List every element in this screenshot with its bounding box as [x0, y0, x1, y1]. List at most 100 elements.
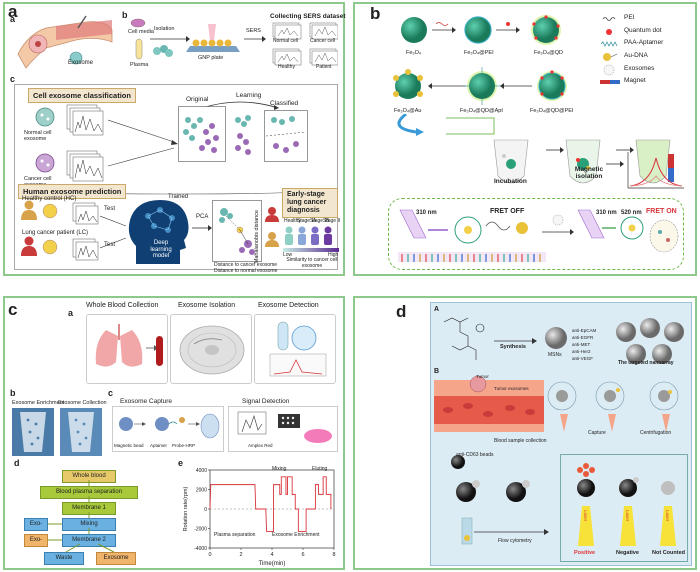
panel-c-sub-e: e: [178, 458, 184, 468]
step-frame-3: [254, 314, 336, 384]
annotation-plasma-separation: Plasma separation: [214, 532, 256, 538]
healthy-control-label: Healthy control (HC): [22, 196, 77, 202]
sub-label-b: b: [122, 10, 128, 20]
chart-x-axis-label: Time(min): [259, 561, 286, 567]
normal-cell-label: Normal cell: [273, 38, 299, 44]
pca-arrow: [192, 225, 212, 231]
exosome-label: Exosome: [68, 60, 94, 66]
legend-exosome-label: Exosomes: [624, 65, 655, 72]
cell-media-label: Cell media: [128, 29, 154, 35]
cd63-beads-label: anti-CD63 beads: [456, 452, 494, 458]
legend-pei-label: PEI: [624, 14, 635, 21]
stage-people-icons: [285, 226, 332, 245]
flow-arrows: [48, 480, 115, 553]
panel-c-sub-b: b: [10, 388, 16, 398]
legend-audna-icon: [603, 53, 618, 61]
arm-illustration: [17, 15, 113, 69]
deep-learning-head-icon: [128, 200, 189, 264]
signal-frame: [228, 406, 338, 452]
y-tick-label-1: -2000: [194, 527, 207, 533]
tumor-exosomes-label: Tumor exosomes: [494, 386, 529, 391]
aptamer-label: Aptamer: [150, 443, 168, 448]
nanoarray-label: The targeted nanoarray: [618, 360, 674, 366]
result-not-counted: [660, 481, 676, 546]
cd63-beads-row: [451, 455, 530, 502]
panel-d-sub-b: B: [434, 368, 440, 375]
panel-c-label: c: [8, 300, 18, 319]
x-tick-label-3: 6: [301, 552, 304, 558]
original-label: Original: [186, 96, 209, 103]
sers-label: SERS: [246, 28, 261, 34]
flow-membrane-1: Membrane 1: [62, 502, 116, 516]
capture-row: [547, 381, 679, 432]
high-label: High: [328, 252, 339, 258]
panel-b-label: b: [370, 4, 381, 23]
nanoparticle-synthesis-row2: [393, 67, 567, 105]
tumor-tissue-label: Tumor: [476, 374, 489, 379]
patient-label: Patient: [316, 64, 332, 70]
lungs-blood-illustration: [95, 324, 163, 367]
normal-spectra-stack: [66, 104, 104, 136]
stage-label-ia: Stage IA: [297, 218, 317, 224]
fret-on-label: FRET ON: [646, 208, 677, 215]
lc-spectra-stack: [72, 238, 99, 261]
gnp-plate-label: GNP plate: [198, 55, 224, 61]
nanoparticle-synthesis-row1: [401, 15, 561, 45]
signal-illustration: [237, 411, 332, 443]
sers-arrow: [244, 36, 266, 42]
classification-title: Cell exosome classification: [28, 88, 136, 103]
annotation-eluting: Eluting: [312, 466, 328, 472]
test-label-2: Test: [104, 242, 116, 248]
plasma-tube-icon: [135, 38, 143, 60]
pca-label: PCA: [196, 214, 209, 220]
people-comparison-icons: [265, 207, 279, 247]
classified-label: Classified: [270, 100, 299, 107]
panel-d-label: d: [396, 302, 407, 321]
lung-cancer-label: Lung cancer patient (LC): [22, 230, 89, 236]
panel-c-sub-c: c: [108, 388, 114, 398]
annotation-exosome-enrichment: Exosome Enrichment: [272, 532, 320, 538]
gnp-plate-icon: [186, 24, 240, 52]
y-tick-label-4: 4000: [196, 468, 207, 474]
sub-label-c: c: [10, 74, 16, 84]
antibody-her2: anti-Her2: [572, 349, 591, 354]
flow-waste: Waste: [44, 552, 84, 566]
chart-y-axis-label: Rotation rate(rpm): [183, 487, 189, 532]
incubation-label: Incubation: [494, 178, 527, 185]
flow-cytometry-arrow: [461, 517, 549, 545]
lc-person-icon: [21, 236, 37, 256]
distance-normal-legend: Distance to normal exosome: [214, 268, 278, 274]
test-label-1: Test: [104, 206, 116, 212]
exosome-detection-title: Exosome Detection: [258, 302, 319, 309]
similarity-label: Similarity to cancer cell exosome: [286, 257, 338, 269]
legend-aptamer-label: PAA-Aptamer: [624, 39, 664, 46]
flow-exo-minus-1: Exo-: [24, 518, 48, 532]
stage-label-healthy: Healthy: [284, 218, 301, 224]
scatter-classified: [264, 110, 308, 162]
hc-exosome-icon: [42, 203, 58, 219]
x-tick-label-1: 2: [239, 552, 242, 558]
fe-qd-apt-label: Fe₃O₄@QD@Apt: [460, 108, 503, 114]
normal-exosome-label: Normal cell exosome: [24, 130, 52, 143]
sub-label-a: a: [10, 14, 16, 24]
synthesis-arrow: [494, 338, 537, 344]
exosome-isolation-title: Exosome Isolation: [178, 302, 236, 309]
fe3o4-label: Fe₃O₄: [406, 50, 422, 56]
healthy-label: Healthy: [278, 64, 295, 70]
fe-qd-pei-label: Fe₃O₄@QD@PEI: [530, 108, 574, 114]
lc-exosome-icon: [42, 239, 58, 255]
msn-sphere: [545, 327, 567, 349]
capture-label: Capture: [588, 430, 606, 436]
antibody-egfr: anti-EGFR: [572, 335, 594, 340]
fe-au-label: Fe₃O₄@Au: [394, 108, 422, 114]
magnetic-isolation-label: Magnetic isolation: [574, 166, 604, 181]
legend-qd-label: Quantum dot: [624, 27, 662, 34]
wavelength-310-left: 310 nm: [416, 210, 437, 216]
distance-cancer-legend: Distance to cancer exosome: [214, 262, 278, 268]
fret-off-label: FRET OFF: [490, 208, 525, 215]
hc-spectra-stack: [72, 202, 99, 225]
exosome-cluster-icon: [153, 45, 173, 57]
legend-magnet-icon: [600, 80, 620, 84]
not-counted-label: Not Counted: [652, 550, 685, 556]
